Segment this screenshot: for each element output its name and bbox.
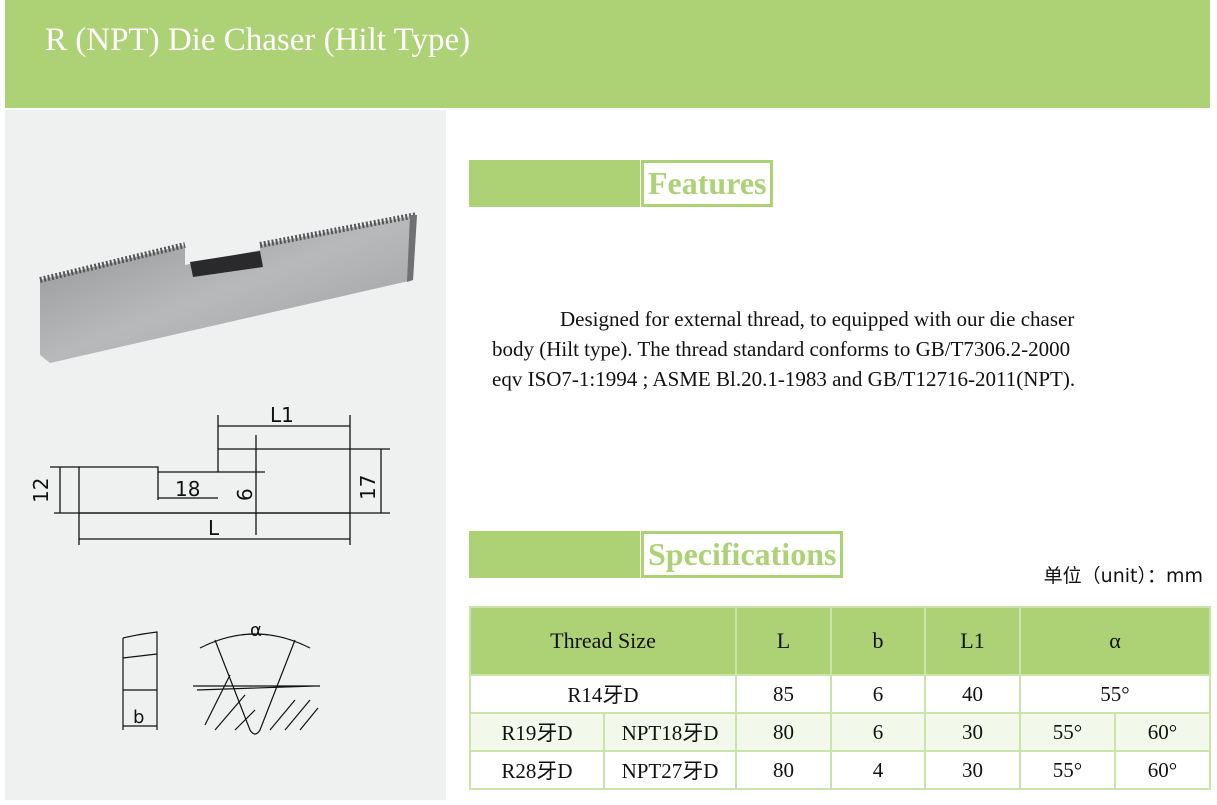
features-description: Designed for external thread, to equippe… bbox=[492, 304, 1217, 394]
cell-l1: 30 bbox=[924, 712, 1021, 752]
features-line: body (Hilt type). The thread standard co… bbox=[492, 337, 1071, 361]
dimension-drawing: L1 L 18 12 6 17 bbox=[30, 405, 390, 545]
col-b: b bbox=[830, 606, 926, 676]
cell-r-size: R28牙D bbox=[469, 750, 605, 790]
cell-b: 6 bbox=[830, 674, 926, 714]
dim-6-label: 6 bbox=[233, 488, 257, 501]
cell-alpha-npt: 60° bbox=[1114, 750, 1211, 790]
cell-l: 80 bbox=[735, 712, 832, 752]
product-image-panel: L1 L 18 12 6 17 b α bbox=[5, 110, 446, 800]
features-line: eqv ISO7-1:1994 ; ASME Bl.20.1-1983 and … bbox=[492, 367, 1076, 391]
cell-l1: 40 bbox=[924, 674, 1021, 714]
cell-alpha-npt: 60° bbox=[1114, 712, 1211, 752]
dim-b-label: b bbox=[133, 707, 144, 728]
dim-l1-label: L1 bbox=[270, 405, 294, 427]
col-thread-size: Thread Size bbox=[469, 606, 737, 676]
die-chaser-photo bbox=[39, 212, 418, 363]
unit-label: 单位（unit）：mm bbox=[1043, 565, 1203, 587]
cell-alpha: 55° bbox=[1019, 674, 1211, 714]
col-l: L bbox=[735, 606, 832, 676]
dim-17-label: 17 bbox=[356, 475, 380, 500]
cell-l: 85 bbox=[735, 674, 832, 714]
features-heading: Features bbox=[641, 160, 774, 207]
dim-l-label: L bbox=[208, 516, 220, 540]
cell-r-size: R19牙D bbox=[469, 712, 605, 752]
dim-18-label: 18 bbox=[175, 477, 200, 501]
header-bar bbox=[5, 0, 1210, 108]
features-line: Designed for external thread, to equippe… bbox=[560, 307, 1075, 331]
specifications-table: Thread Size L b L1 α R14牙D 85 6 40 55° R… bbox=[469, 606, 1211, 790]
table-row: R19牙D NPT18牙D 80 6 30 55° 60° bbox=[469, 712, 1211, 752]
table-header-row: Thread Size L b L1 α bbox=[469, 606, 1211, 676]
cell-size: R14牙D bbox=[469, 674, 737, 714]
page-title: R (NPT) Die Chaser (Hilt Type) bbox=[45, 22, 471, 58]
table-row: R14牙D 85 6 40 55° bbox=[469, 674, 1211, 714]
cell-alpha-r: 55° bbox=[1019, 750, 1116, 790]
cell-alpha-r: 55° bbox=[1019, 712, 1116, 752]
cell-npt-size: NPT18牙D bbox=[603, 712, 737, 752]
cell-npt-size: NPT27牙D bbox=[603, 750, 737, 790]
dim-alpha-label: α bbox=[250, 620, 262, 641]
cell-l1: 30 bbox=[924, 750, 1021, 790]
features-heading-bar bbox=[469, 160, 640, 207]
cell-l: 80 bbox=[735, 750, 832, 790]
specifications-heading-bar bbox=[469, 531, 640, 578]
col-alpha: α bbox=[1019, 606, 1211, 676]
col-l1: L1 bbox=[924, 606, 1021, 676]
specifications-heading: Specifications bbox=[641, 531, 844, 578]
dim-12-label: 12 bbox=[30, 478, 53, 503]
profile-drawing: b α bbox=[122, 620, 320, 735]
cell-b: 4 bbox=[830, 750, 926, 790]
table-row: R28牙D NPT27牙D 80 4 30 55° 60° bbox=[469, 750, 1211, 790]
cell-b: 6 bbox=[830, 712, 926, 752]
